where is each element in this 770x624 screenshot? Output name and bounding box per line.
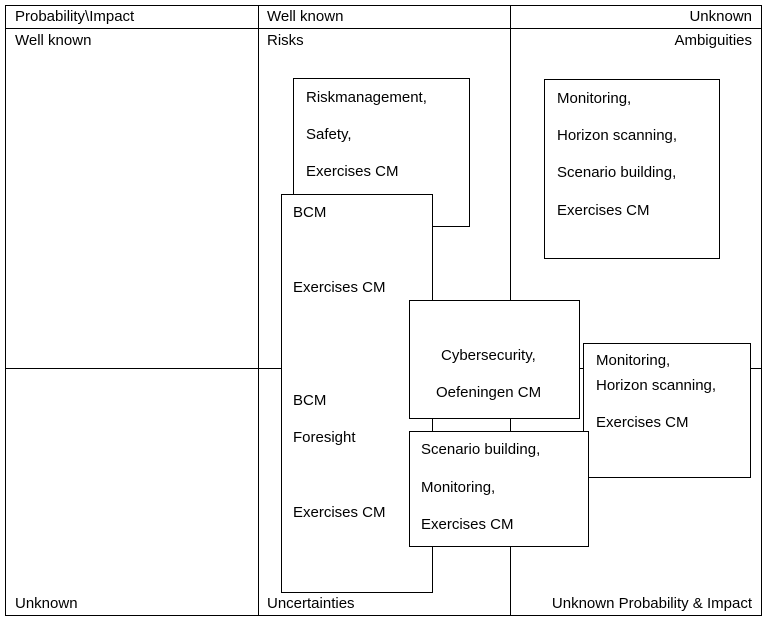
box-monitoring-horizon: Monitoring, Horizon scanning, Exercises …: [583, 343, 751, 478]
corner-label: Probability\Impact: [15, 8, 135, 25]
box-bcm-line-4: Foresight: [293, 429, 356, 446]
grid-header-divider: [5, 28, 762, 29]
quadrant-label-risks: Risks: [267, 32, 304, 49]
box-bcm-line-5: Exercises CM: [293, 504, 386, 521]
box-bcm-line-1: BCM: [293, 204, 327, 221]
box-cybersecurity: Cybersecurity, Oefeningen CM: [409, 300, 580, 419]
box-risk-management-line-1: Riskmanagement,: [306, 89, 427, 106]
box-ambiguities-line-1: Monitoring,: [557, 90, 632, 107]
box-cybersecurity-line-2: Oefeningen CM: [436, 384, 542, 401]
box-ambiguities-line-2: Horizon scanning,: [557, 127, 678, 144]
grid-vertical-1: [258, 5, 259, 616]
grid-border-top: [5, 5, 762, 6]
box-scenario-building-line-1: Scenario building,: [421, 441, 541, 458]
box-monitoring-horizon-line-2: Horizon scanning,: [596, 377, 717, 394]
quadrant-label-unknown-probability-impact: Unknown Probability & Impact: [551, 595, 752, 612]
quadrant-label-uncertainties: Uncertainties: [267, 595, 355, 612]
box-bcm-line-2: Exercises CM: [293, 279, 386, 296]
box-scenario-building-line-2: Monitoring,: [421, 479, 496, 496]
grid-border-bottom: [5, 615, 762, 616]
box-monitoring-horizon-line-1: Monitoring,: [596, 352, 671, 369]
box-scenario-building: Scenario building, Monitoring, Exercises…: [409, 431, 589, 547]
box-ambiguities-line-4: Exercises CM: [557, 202, 650, 219]
row-label-unknown: Unknown: [15, 595, 78, 612]
row-label-well-known: Well known: [15, 32, 92, 49]
box-bcm-line-3: BCM: [293, 392, 327, 409]
box-monitoring-horizon-line-3: Exercises CM: [596, 414, 689, 431]
column-header-unknown: Unknown: [689, 8, 752, 25]
box-risk-management-line-2: Safety,: [306, 126, 352, 143]
box-cybersecurity-line-1: Cybersecurity,: [441, 347, 536, 364]
box-scenario-building-line-3: Exercises CM: [421, 516, 514, 533]
quadrant-label-ambiguities: Ambiguities: [674, 32, 752, 49]
grid-border-right: [761, 5, 762, 616]
grid-border-left: [5, 5, 6, 616]
box-ambiguities-line-3: Scenario building,: [557, 164, 677, 181]
column-header-well-known: Well known: [267, 8, 344, 25]
box-ambiguities: Monitoring, Horizon scanning, Scenario b…: [544, 79, 720, 259]
box-risk-management-line-3: Exercises CM: [306, 163, 399, 180]
